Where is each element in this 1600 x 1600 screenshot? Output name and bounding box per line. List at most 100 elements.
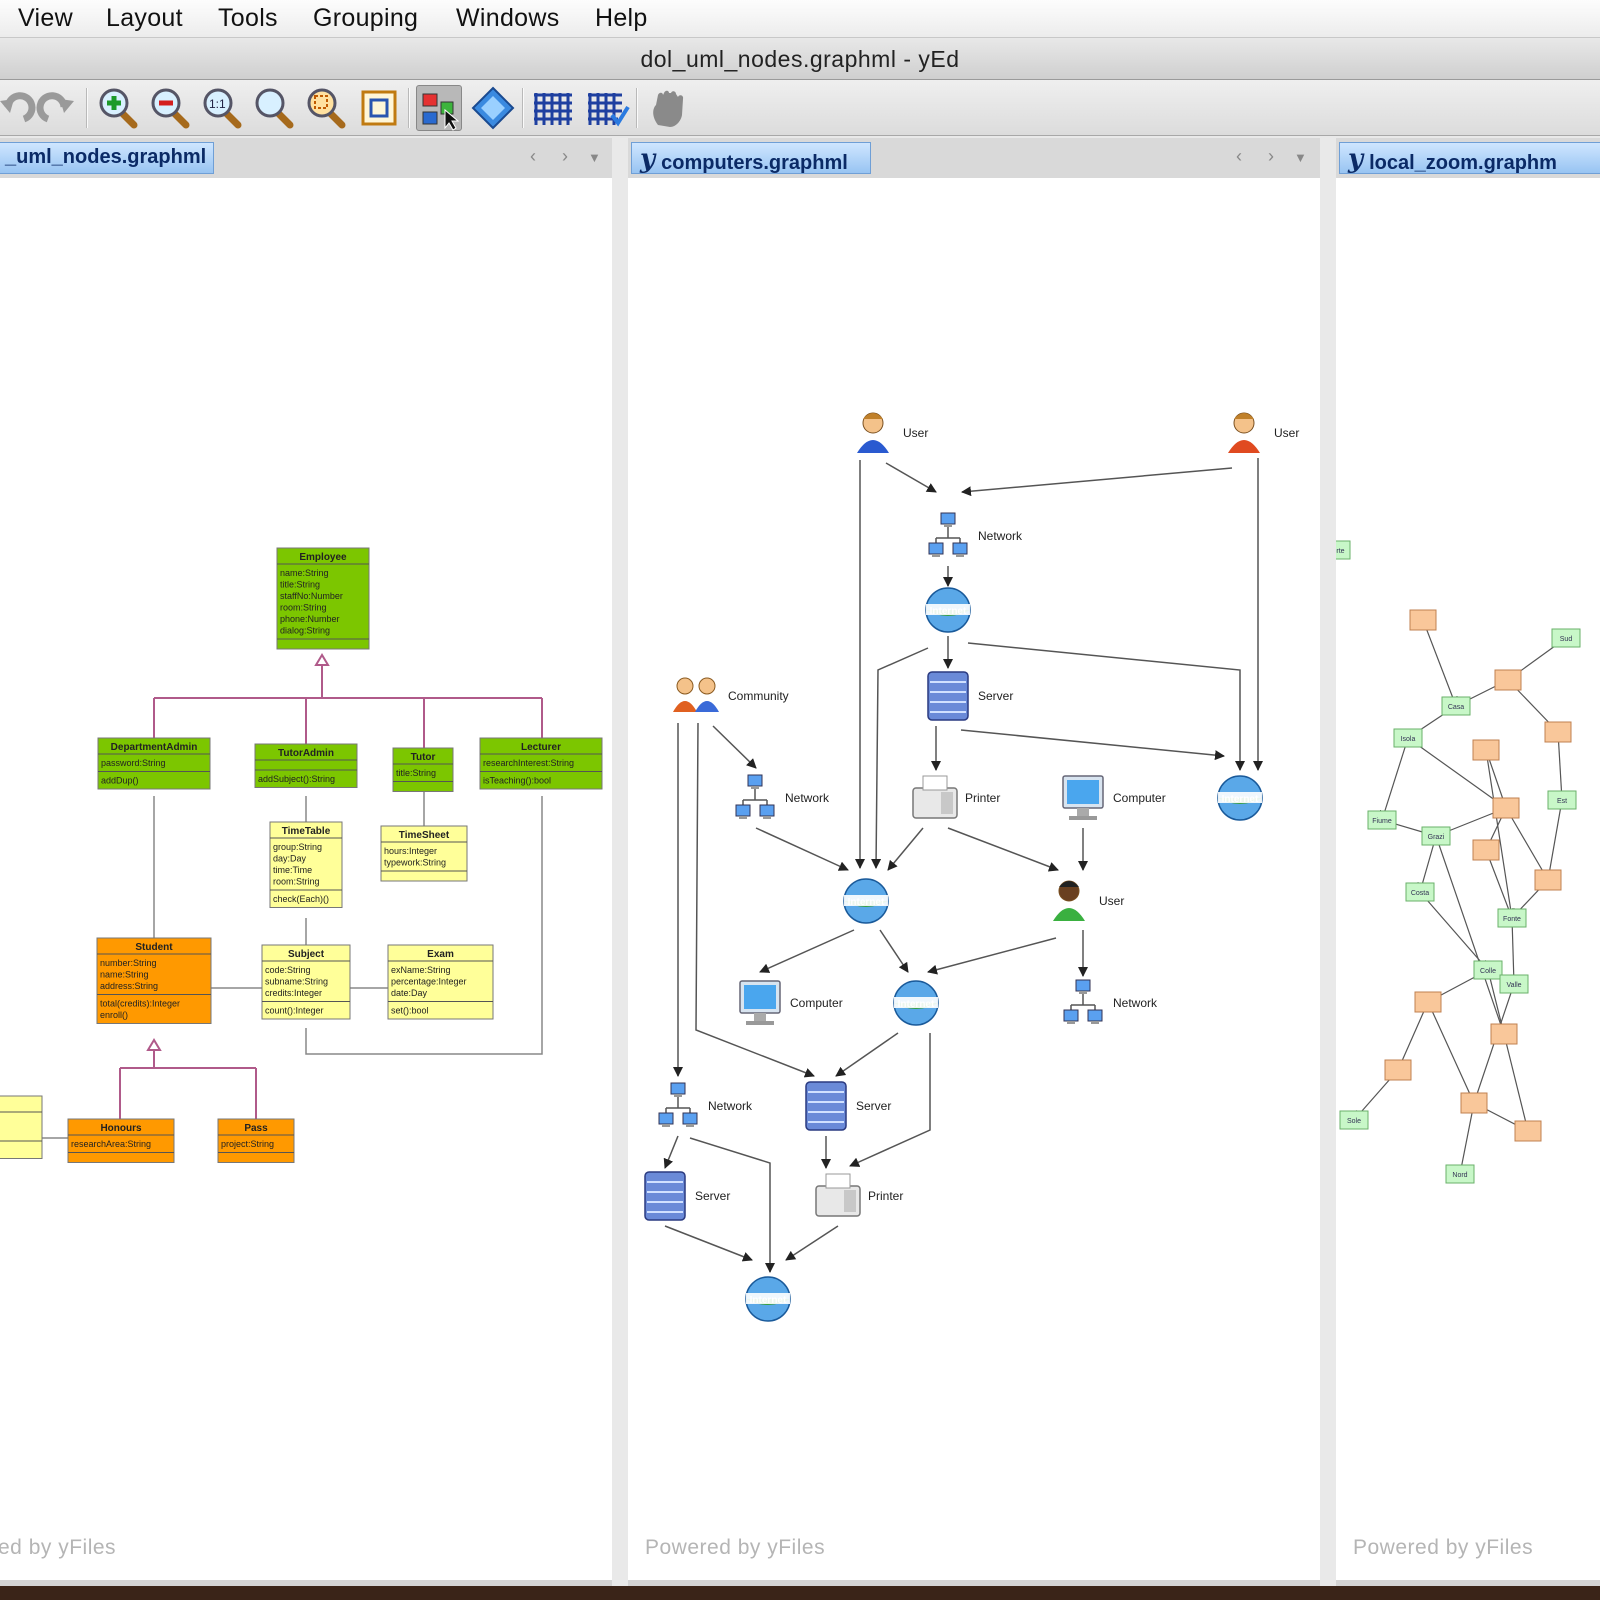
- uml-attribute: password:String: [101, 758, 166, 768]
- network-edge: [927, 937, 1057, 975]
- uml-class-box: [392, 747, 454, 792]
- network-node-printer2: Printer: [815, 1173, 903, 1217]
- inheritance-arrow: [314, 653, 330, 666]
- uml-class-title: TimeSheet: [399, 830, 450, 841]
- local-zoom-diagram: CorteCasaIsolaFiumeGraziCostaFonteColleV…: [1336, 540, 1581, 1184]
- zoom-edge: [1419, 891, 1489, 971]
- uml-method: count():Integer: [265, 1006, 324, 1016]
- uml-class-box: [0, 1095, 43, 1159]
- tab-list-icon[interactable]: ▼: [1294, 150, 1307, 165]
- zoom-group-node: [1490, 1023, 1518, 1045]
- zoom-edge: [1485, 849, 1514, 919]
- zoom-area-icon[interactable]: [302, 85, 348, 131]
- uml-attribute: researchInterest:String: [483, 758, 574, 768]
- zoom-node-label: Grazi: [1428, 834, 1445, 841]
- uml-attribute: name:String: [280, 568, 329, 578]
- tab-scroll-right-icon[interactable]: ›: [562, 146, 568, 166]
- zoom-node-label: Isola: [1401, 736, 1416, 743]
- zoom-out-icon[interactable]: [146, 85, 192, 131]
- zoom-in-icon[interactable]: [94, 85, 140, 131]
- zoom-node-label: Colle: [1480, 968, 1496, 975]
- uml-attribute: hours:Integer: [384, 846, 437, 856]
- tab-strip: _uml_nodes.graphml ‹ › ▼: [0, 138, 612, 178]
- tab-list-icon[interactable]: ▼: [588, 150, 601, 165]
- zoom-node-label: Valle: [1506, 982, 1521, 989]
- zoom-magnifier-icon[interactable]: [250, 85, 296, 131]
- powered-by-label: Powered by yFiles: [1353, 1536, 1534, 1559]
- zoom-group-node: [1472, 739, 1500, 761]
- node-label: Internet: [930, 606, 967, 617]
- network-node-userC: User: [1053, 880, 1124, 921]
- grid-icon[interactable]: [530, 85, 576, 131]
- snap-grid-icon[interactable]: [584, 85, 630, 131]
- pan-hand-icon[interactable]: [646, 85, 692, 131]
- uml-class-title: DepartmentAdmin: [111, 742, 198, 753]
- menu-layout[interactable]: Layout: [106, 4, 183, 32]
- uml-attribute: day:Day: [273, 854, 307, 864]
- node-label: Network: [1113, 996, 1158, 1010]
- zoom-node-label: Sole: [1347, 1118, 1361, 1125]
- uml-class-box: [276, 547, 370, 650]
- menu-grouping[interactable]: Grouping: [313, 4, 419, 32]
- title-bar: dol_uml_nodes.graphml - yEd: [0, 38, 1600, 80]
- uml-class-title: Student: [135, 942, 173, 953]
- redo-icon[interactable]: [34, 85, 80, 131]
- network-edge: [887, 827, 924, 871]
- network-edge: [835, 1032, 899, 1077]
- zoom-leaf-node: Nord: [1445, 1164, 1475, 1184]
- menu-tools[interactable]: Tools: [218, 4, 278, 32]
- network-edge: [961, 467, 1233, 497]
- zoom-leaf-box: [1339, 1110, 1369, 1130]
- navigation-mode-icon[interactable]: [470, 85, 516, 131]
- tab-scroll-right-icon[interactable]: ›: [1268, 146, 1274, 166]
- zoom-edge: [1508, 917, 1519, 985]
- zoom-leaf-box: [1445, 1164, 1475, 1184]
- zoom-edge: [1422, 619, 1458, 707]
- person-icon: [676, 677, 694, 695]
- tab-scroll-left-icon[interactable]: ‹: [530, 146, 536, 166]
- zoom-node-label: Casa: [1448, 704, 1464, 711]
- node-label: User: [1099, 894, 1124, 908]
- fit-content-icon[interactable]: [356, 85, 402, 131]
- zoom-edge: [1435, 835, 1506, 1035]
- zoom-group-node: [1384, 1059, 1412, 1081]
- zoom-leaf-node: Grazi: [1421, 826, 1451, 846]
- network-node-printer1: Printer: [912, 775, 1000, 819]
- menu-help[interactable]: Help: [595, 4, 648, 32]
- uml-attribute: group:String: [273, 842, 322, 852]
- uml-attribute: staffNo:Number: [280, 591, 343, 601]
- uml-attribute: name:String: [100, 970, 149, 980]
- uml-attribute: project:String: [221, 1139, 274, 1149]
- node-label: User: [903, 426, 928, 440]
- network-icon: [665, 1096, 691, 1114]
- menu-windows[interactable]: Windows: [456, 4, 560, 32]
- zoom-node-label: Fiume: [1372, 818, 1392, 825]
- menu-view[interactable]: View: [18, 4, 73, 32]
- zoom-leaf-node: Est: [1547, 790, 1577, 810]
- person-icon: [698, 677, 716, 695]
- tab-scroll-left-icon[interactable]: ‹: [1236, 146, 1242, 166]
- uml-class-title: Pass: [244, 1123, 268, 1134]
- zoom-leaf-node: Sole: [1339, 1110, 1369, 1130]
- undo-icon[interactable]: [0, 85, 40, 131]
- local-zoom-canvas[interactable]: CorteCasaIsolaFiumeGraziCostaFonteColleV…: [1336, 178, 1600, 1580]
- uml-class-cutoff: Stringingbool: [0, 1095, 43, 1159]
- network-edge: [695, 722, 815, 1078]
- powered-by-label: ed by yFiles: [0, 1536, 117, 1559]
- zoom-group-node: [1409, 609, 1437, 631]
- uml-attribute: code:String: [265, 965, 311, 975]
- network-node-computer2: Computer: [739, 980, 843, 1025]
- edit-mode-icon[interactable]: [416, 85, 462, 131]
- tab-label: computers.graphml: [661, 152, 848, 174]
- uml-class-box: [217, 1118, 295, 1163]
- tab-uml-nodes[interactable]: _uml_nodes.graphml: [0, 142, 214, 174]
- node-label: Computer: [790, 996, 843, 1010]
- toolbar-separator: [522, 88, 524, 128]
- zoom-100-icon[interactable]: 1:1: [198, 85, 244, 131]
- node-label: Network: [785, 791, 830, 805]
